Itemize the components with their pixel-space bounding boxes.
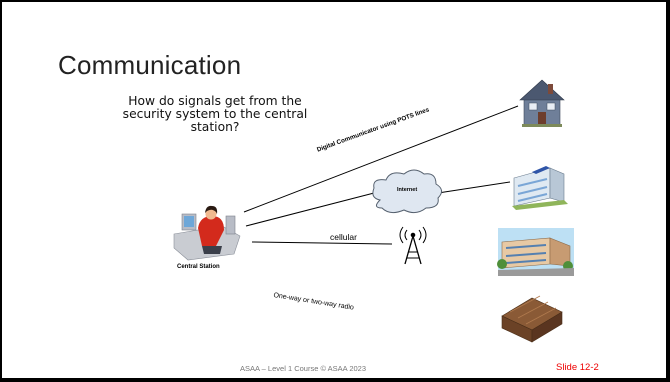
house-icon	[519, 79, 565, 127]
office-building-icon	[512, 166, 568, 210]
slide-title: Communication	[58, 50, 242, 80]
slide-number: Slide 12-2	[556, 362, 599, 373]
slide-footer: ASAA – Level 1 Course © ASAA 2023	[240, 364, 367, 373]
internet-line-left	[245, 192, 375, 227]
cellular-label: cellular	[330, 232, 357, 242]
internet-line-right	[437, 181, 511, 194]
pots-line	[243, 105, 519, 213]
commercial-building-icon	[497, 228, 574, 276]
warehouse-icon	[501, 295, 563, 343]
cell-tower-icon	[399, 226, 427, 265]
internet-cloud-icon	[372, 169, 442, 214]
central-station-icon	[173, 205, 241, 261]
slide-question: How do signals get from the security sys…	[122, 94, 308, 134]
internet-label: Internet	[397, 187, 418, 193]
cellular-line	[251, 241, 393, 245]
central-station-label: Central Station	[177, 264, 220, 270]
